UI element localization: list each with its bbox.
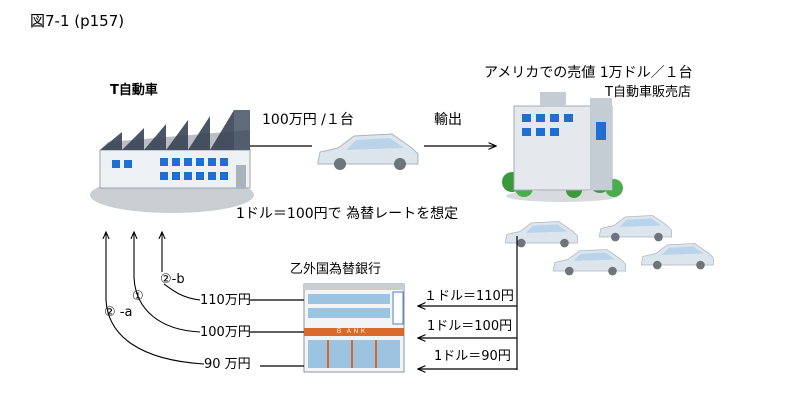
factory-label: T自動車 [110,83,158,98]
car-icon [317,133,419,170]
marker-2b: ②-b [160,272,185,287]
rate-90: 1ドル＝90円 [434,349,511,364]
car-icon [553,249,626,276]
bank-label: 乙外国為替銀行 [290,262,382,277]
dealer-label: T自動車販売店 [605,85,691,100]
return-curve-110 [163,283,201,301]
figure-label: 図7-1 (p157) [30,12,125,30]
rate-110: １ドル＝110円 [424,289,514,304]
export-label: 輸出 [434,112,462,128]
factory-icon [90,110,254,213]
car-icon [599,215,672,242]
car-icon [505,221,578,248]
us-price-label: アメリカでの売値 1万ドル／１台 [484,65,693,81]
bank-sign: Ｂ ＡＮＫ [336,328,367,335]
bank-building-icon [303,283,405,373]
assumption-label: 1ドル＝100円で 為替レートを想定 [236,206,459,222]
yen-amount-90: 90 万円 [204,357,251,372]
yen-amount-100: 100万円 [200,325,251,340]
store-building-icon [502,92,623,202]
return-arrow-100 [134,232,201,333]
price-label: 100万円 /１台 [262,112,354,128]
marker-2a: ② -a [104,305,133,320]
rate-100: 1ドル＝100円 [427,319,513,334]
return-arrow-90 [106,232,205,365]
car-icon [641,243,714,270]
yen-amount-110: 110万円 [200,293,251,308]
